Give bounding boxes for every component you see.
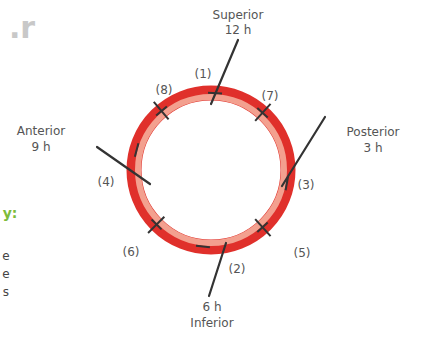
- watermark: y:: [3, 205, 18, 221]
- callout-number-holder: (5): [294, 247, 311, 259]
- suture-knot: [208, 92, 222, 95]
- direction-label-holder: Superior: [213, 9, 264, 21]
- suture-knot: [286, 176, 288, 190]
- watermark-holder: .r: [9, 13, 35, 43]
- clock-label: 9 h: [31, 140, 50, 154]
- clock-label-holder: 3 h: [363, 142, 382, 154]
- suture-thread: [255, 219, 270, 236]
- suture-thread: [209, 243, 226, 296]
- callout-number: (7): [262, 89, 279, 103]
- clock-label-holder: 9 h: [31, 141, 50, 153]
- callout-number: (1): [195, 67, 212, 81]
- watermark: e: [2, 249, 9, 263]
- callout-number-holder: (2): [229, 263, 246, 275]
- suture-thread: [282, 117, 325, 186]
- watermark-holder: e: [2, 250, 9, 262]
- clock-label: 12 h: [225, 23, 252, 37]
- suture-thread: [255, 104, 270, 121]
- ring-inner: [138, 97, 284, 243]
- suture-knot: [257, 223, 267, 232]
- ring-outer: [134, 93, 288, 247]
- callout-number-holder: (3): [298, 179, 315, 191]
- direction-label: Inferior: [190, 316, 233, 330]
- direction-label: Posterior: [346, 125, 399, 139]
- callout-number: (8): [156, 83, 173, 97]
- suture-knot: [156, 107, 167, 116]
- watermark: s: [3, 285, 9, 299]
- callout-number: (6): [123, 245, 140, 259]
- direction-label-holder: Inferior: [190, 317, 233, 329]
- callout-number-holder: (6): [123, 246, 140, 258]
- callout-number-holder: (8): [156, 84, 173, 96]
- suture-knot: [196, 246, 210, 247]
- suture-knot: [257, 108, 267, 117]
- callout-number: (5): [294, 246, 311, 260]
- callout-number: (4): [98, 175, 115, 189]
- clock-label-holder: 6 h: [202, 301, 221, 313]
- direction-label: Anterior: [17, 124, 65, 138]
- callout-number-holder: (7): [262, 90, 279, 102]
- suture-thread: [148, 217, 164, 233]
- clock-label-holder: 12 h: [225, 24, 252, 36]
- suture-knot: [135, 143, 139, 157]
- clock-label: 3 h: [363, 141, 382, 155]
- clock-label: 6 h: [202, 300, 221, 314]
- direction-label-holder: Anterior: [17, 125, 65, 137]
- suture-group: [97, 40, 325, 296]
- watermark-holder: s: [3, 286, 9, 298]
- callout-number: (3): [298, 178, 315, 192]
- suture-knot: [152, 219, 162, 229]
- callout-number-holder: (4): [98, 176, 115, 188]
- callout-number-holder: (1): [195, 68, 212, 80]
- watermark: e: [2, 267, 9, 281]
- suture-thread: [154, 102, 169, 120]
- watermark-holder: e: [2, 268, 9, 280]
- suture-thread: [211, 40, 238, 104]
- callout-number: (2): [229, 262, 246, 276]
- watermark-holder: y:: [3, 206, 18, 220]
- direction-label: Superior: [213, 8, 264, 22]
- watermark: .r: [9, 10, 35, 45]
- direction-label-holder: Posterior: [346, 126, 399, 138]
